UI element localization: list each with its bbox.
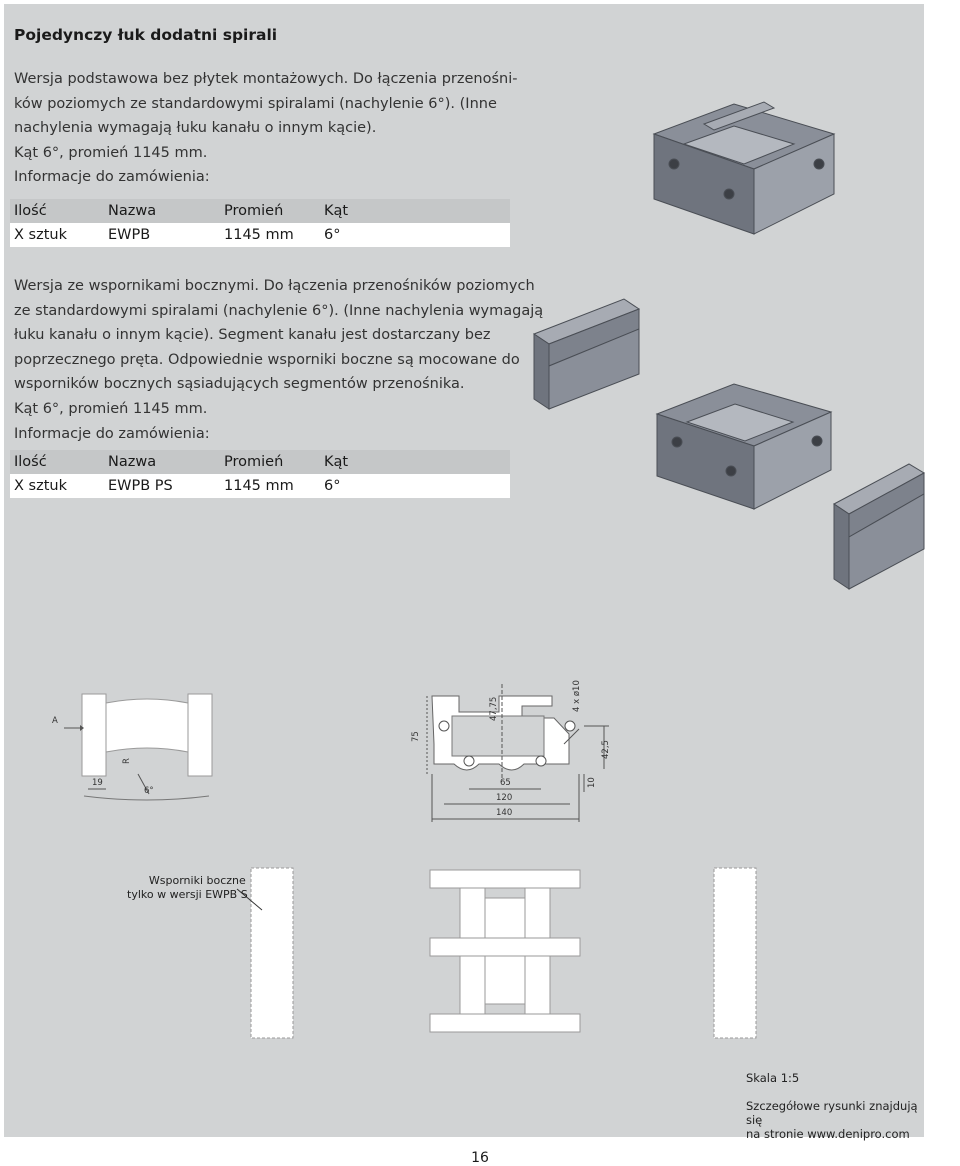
label-a: A [52,716,58,726]
table1-data-row: X sztuk EWPB 1145 mm 6° [10,223,510,247]
page-title: Pojedynczy łuk dodatni spirali [14,26,278,44]
header-name: Nazwa [108,203,157,219]
dim-75: 75 [411,731,421,742]
cell-angle: 6° [324,227,341,243]
text-line: Wersja ze wspornikami bocznymi. Do łącze… [14,278,535,294]
brackets-note: Wsporniki boczne tylko w wersji EWPB S [127,874,248,902]
dim-10: 10 [587,777,597,788]
text-line: nachylenia wymagają łuku kanału o innym … [14,120,377,137]
top-view [236,867,757,1039]
cell-name: EWPB [108,227,151,243]
text-line: łuku kanału o innym kącie). Segment kana… [14,327,491,344]
note-line: tylko w wersji EWPB S [127,888,248,901]
front-view [426,684,609,822]
cell-radius: 1145 mm [224,478,294,494]
dim-holes: 4 x ø10 [572,680,582,712]
table2-data-row: X sztuk EWPB PS 1145 mm 6° [10,474,510,498]
header-angle: Kąt [324,203,349,219]
text-line: poprzecznego pręta. Odpowiednie wspornik… [14,351,520,368]
text-line: Kąt 6°, promień 1145 mm. [14,144,208,161]
dim-140: 140 [496,808,512,818]
label-r: R [122,758,132,764]
header-radius: Promień [224,454,284,470]
header-angle: Kąt [324,454,349,470]
page-panel: Pojedynczy łuk dodatni spirali Wersja po… [4,4,926,1141]
text-line: Informacje do zamówienia: [14,425,210,442]
text-line: Wersja podstawowa bez płytek montażowych… [14,71,518,87]
header-name: Nazwa [108,454,157,470]
table2-header-row: Ilość Nazwa Promień Kąt [10,450,510,474]
section1-description: Wersja podstawowa bez płytek montażowych… [14,67,518,190]
cell-radius: 1145 mm [224,227,294,243]
side-bracket-illustration-right [833,463,926,590]
dim-120: 120 [496,793,512,803]
text-line: wsporników bocznych sąsiadujących segmen… [14,376,465,393]
dim-angle: 6° [144,786,154,796]
table1-header-row: Ilość Nazwa Promień Kąt [10,199,510,223]
reference-note: Szczegółowe rysunki znajdują się na stro… [746,1099,924,1141]
header-radius: Promień [224,203,284,219]
dim-19: 19 [92,778,103,788]
curve-segment-with-brackets-illustration [655,383,833,510]
cell-angle: 6° [324,478,341,494]
curve-segment-illustration [652,101,836,235]
ref-line: Szczegółowe rysunki znajdują się [746,1099,918,1127]
side-view [64,693,213,801]
technical-drawing: A R 19 6° 75 47,75 4 x ø10 42,5 10 65 12… [52,680,757,1039]
dim-47-75: 47,75 [489,697,499,721]
header-qty: Ilość [14,203,47,219]
side-bracket-illustration-left [532,298,641,410]
dim-42-5: 42,5 [601,740,611,759]
scale-label: Skala 1:5 [746,1071,800,1085]
header-qty: Ilość [14,454,47,470]
text-line: ków poziomych ze standardowymi spiralami… [14,95,497,112]
cell-name: EWPB PS [108,478,173,494]
cell-qty: X sztuk [14,227,67,243]
cell-qty: X sztuk [14,478,67,494]
ref-line: na stronie www.denipro.com [746,1127,910,1141]
page-number: 16 [471,1150,489,1166]
text-line: ze standardowymi spiralami (nachylenie 6… [14,302,544,319]
dim-65: 65 [500,778,511,788]
text-line: Informacje do zamówienia: [14,169,210,186]
note-line: Wsporniki boczne [148,874,246,887]
text-line: Kąt 6°, promień 1145 mm. [14,400,208,417]
section2-description: Wersja ze wspornikami bocznymi. Do łącze… [14,274,543,446]
